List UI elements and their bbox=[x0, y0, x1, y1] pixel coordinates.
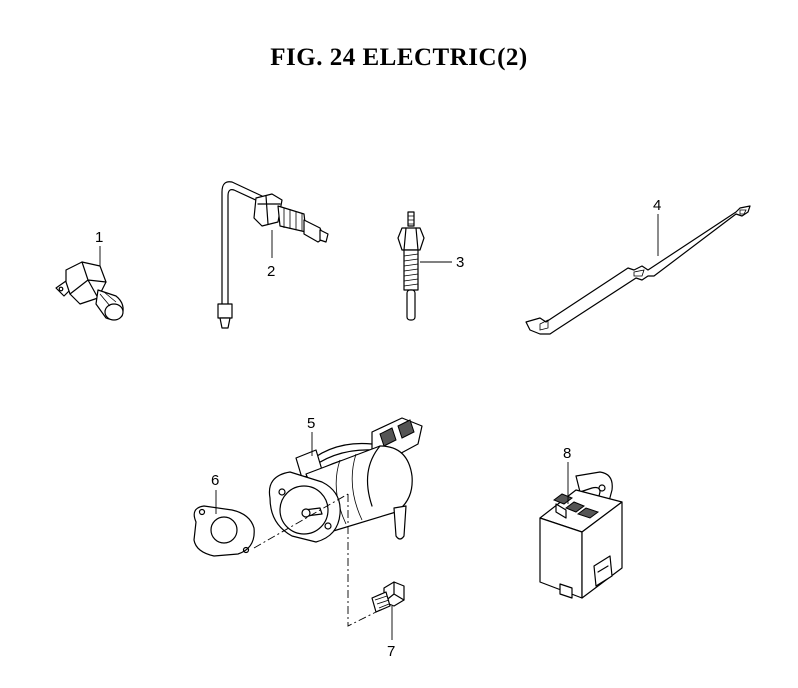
stop-solenoid-icon bbox=[268, 417, 423, 543]
bolt-icon bbox=[371, 581, 405, 613]
callout-6: 6 bbox=[211, 472, 219, 489]
connector-plate-icon bbox=[525, 205, 751, 335]
callout-5: 5 bbox=[307, 415, 315, 432]
callout-7: 7 bbox=[387, 643, 395, 660]
callout-2: 2 bbox=[267, 263, 275, 280]
callout-8: 8 bbox=[563, 445, 571, 462]
glow-plug-icon bbox=[397, 211, 425, 321]
callout-4: 4 bbox=[653, 197, 661, 214]
relay-icon bbox=[539, 471, 623, 599]
oil-pressure-switch-icon bbox=[55, 261, 124, 321]
callout-1: 1 bbox=[95, 229, 103, 246]
gasket-icon bbox=[193, 505, 255, 557]
callout-3: 3 bbox=[456, 254, 464, 271]
temperature-sensor-icon bbox=[217, 181, 329, 329]
figure-title: FIG. 24 ELECTRIC(2) bbox=[270, 44, 528, 71]
